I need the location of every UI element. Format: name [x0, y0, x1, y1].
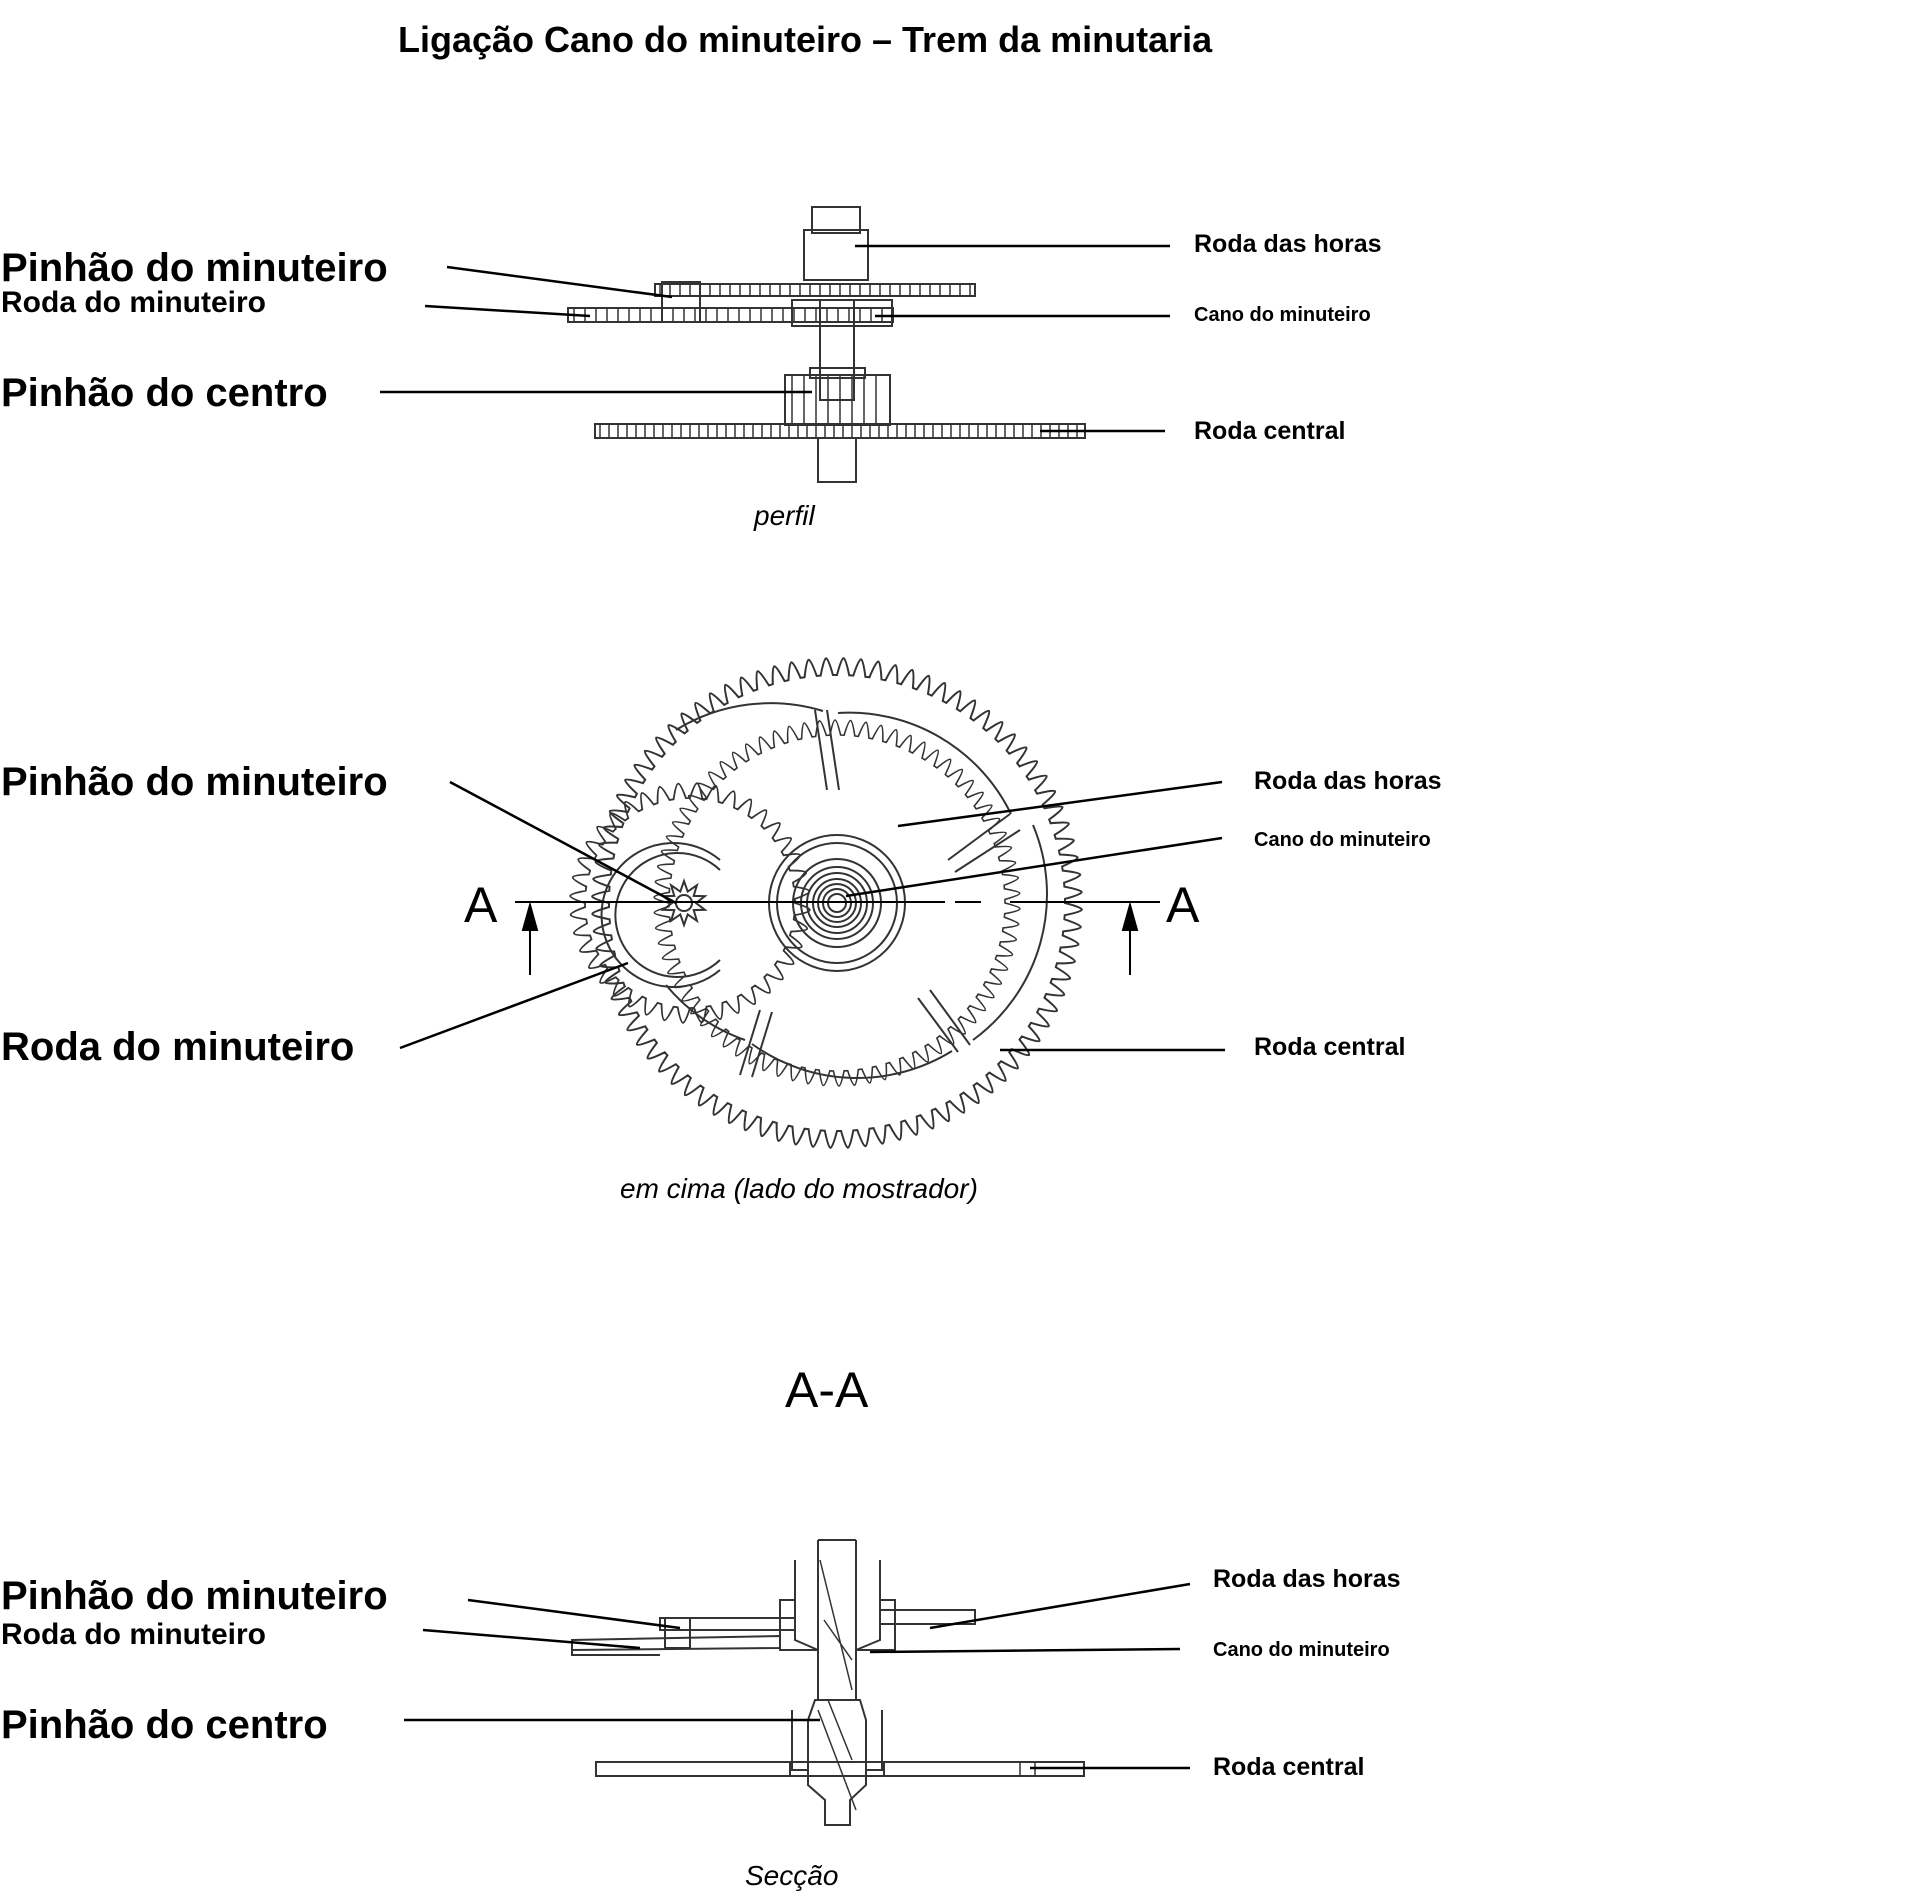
profile-label-pinhao-centro: Pinhão do centro	[1, 371, 328, 415]
diagram-title: Ligação Cano do minuteiro – Trem da minu…	[398, 19, 1213, 60]
top-label-roda-horas: Roda das horas	[1254, 767, 1442, 795]
section-label-pinhao-centro: Pinhão do centro	[1, 1703, 328, 1747]
section-cannon	[779, 1560, 896, 1651]
top-caption: em cima (lado do mostrador)	[620, 1173, 978, 1204]
profile-label-roda-minuteiro: Roda do minuteiro	[1, 286, 266, 319]
profile-caption: perfil	[754, 500, 815, 531]
minute-wheel-cutout	[614, 852, 721, 978]
section-label-roda-horas: Roda das horas	[1213, 1565, 1401, 1593]
section-caption: Secção	[745, 1860, 839, 1891]
section-label-cano-minuteiro: Cano do minuteiro	[1213, 1639, 1390, 1661]
section-label-roda-central: Roda central	[1213, 1753, 1365, 1781]
top-leaders	[399, 780, 1225, 1052]
top-label-pinhao-minuteiro: Pinhão do minuteiro	[1, 760, 388, 804]
profile-arbor	[803, 206, 869, 483]
section-minute-wheel	[571, 1634, 781, 1656]
minute-wheel-cutout-outer	[600, 842, 721, 988]
section-letter-right: A	[1166, 877, 1200, 933]
profile-center-pinion	[784, 367, 891, 426]
profile-leaders	[380, 244, 1170, 433]
top-label-roda-central: Roda central	[1254, 1033, 1406, 1061]
section-heading: A-A	[785, 1362, 869, 1418]
top-label-roda-minuteiro: Roda do minuteiro	[1, 1025, 355, 1069]
section-label-pinhao-minuteiro: Pinhão do minuteiro	[1, 1574, 388, 1618]
profile-view	[567, 206, 1086, 483]
top-view	[515, 657, 1160, 1149]
section-leaders	[404, 1582, 1191, 1770]
center-wheel-spokes	[665, 702, 1048, 1079]
profile-label-roda-central: Roda central	[1194, 417, 1346, 445]
profile-label-roda-horas: Roda das horas	[1194, 230, 1382, 258]
profile-center-wheel	[594, 423, 1086, 439]
profile-hour-wheel	[654, 283, 976, 297]
profile-label-pinhao-minuteiro: Pinhão do minuteiro	[1, 246, 388, 290]
section-label-roda-minuteiro: Roda do minuteiro	[1, 1618, 266, 1651]
profile-label-cano-minuteiro: Cano do minuteiro	[1194, 304, 1371, 326]
top-label-cano-minuteiro: Cano do minuteiro	[1254, 829, 1431, 851]
section-center-pinion	[791, 1710, 883, 1771]
minute-pinion-teeth	[660, 877, 708, 929]
section-view	[571, 1539, 1085, 1826]
section-letter-left: A	[464, 877, 498, 933]
section-line-a-a	[515, 901, 1160, 975]
section-arbor	[807, 1539, 867, 1826]
